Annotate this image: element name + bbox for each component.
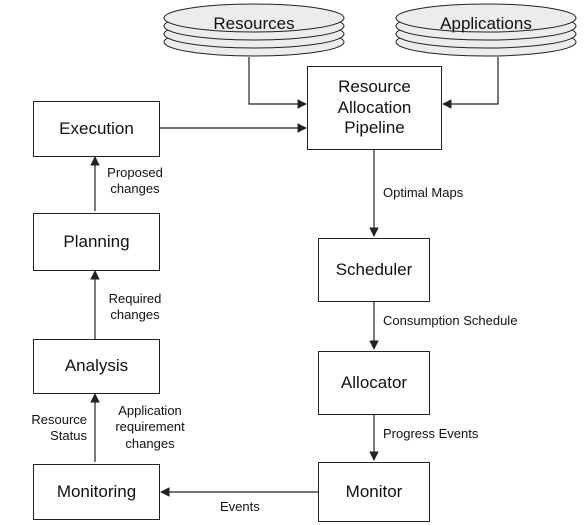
scheduler-label: Scheduler: [335, 259, 413, 279]
edge-resources-to-pipeline: [248, 57, 307, 109]
allocator-label: Allocator: [340, 372, 408, 392]
pipeline-label-line-2: Allocation: [337, 97, 412, 117]
required-changes-label: Required changes: [100, 291, 170, 324]
resource-status-label: Resource Status: [12, 412, 87, 445]
proposed-changes-line-2: changes: [110, 181, 160, 197]
resource-status-line-1: Resource: [31, 412, 87, 427]
resource-status-line-2: Status: [50, 428, 87, 444]
resources-database-icon: [163, 3, 345, 57]
resources-source-label: Resources: [213, 14, 295, 33]
app-req-changes-line-3: changes: [125, 435, 175, 451]
required-changes-line-2: changes: [110, 307, 160, 323]
applications-source-label: Applications: [440, 14, 532, 33]
optimal-maps-label: Optimal Maps: [383, 185, 464, 200]
monitor-label: Monitor: [345, 481, 403, 501]
analysis-box: Analysis: [33, 339, 160, 394]
monitoring-label: Monitoring: [56, 481, 137, 501]
proposed-changes-label: Proposed changes: [100, 165, 170, 198]
app-req-changes-line-1: Application: [118, 403, 182, 418]
application-requirement-changes-label: Application requirement changes: [104, 403, 196, 452]
execution-box: Execution: [33, 101, 160, 157]
resource-allocation-pipeline-box: Resource Allocation Pipeline: [307, 66, 442, 150]
proposed-changes-line-1: Proposed: [107, 165, 163, 180]
planning-label: Planning: [63, 231, 130, 251]
consumption-schedule-label: Consumption Schedule: [383, 313, 518, 328]
events-label: Events: [220, 499, 260, 514]
pipeline-label-line-3: Pipeline: [344, 118, 405, 138]
monitor-box: Monitor: [318, 462, 430, 522]
pipeline-label-line-1: Resource: [338, 77, 411, 97]
execution-label: Execution: [59, 118, 134, 138]
progress-events-label: Progress Events: [383, 426, 479, 441]
analysis-label: Analysis: [64, 356, 129, 376]
allocator-box: Allocator: [318, 351, 430, 415]
applications-database-icon: [395, 3, 577, 57]
monitoring-box: Monitoring: [33, 464, 160, 520]
app-req-changes-line-2: requirement: [115, 419, 185, 435]
scheduler-box: Scheduler: [318, 238, 430, 302]
required-changes-line-1: Required: [108, 291, 162, 306]
edge-applications-to-pipeline: [442, 57, 499, 109]
planning-box: Planning: [33, 213, 160, 271]
